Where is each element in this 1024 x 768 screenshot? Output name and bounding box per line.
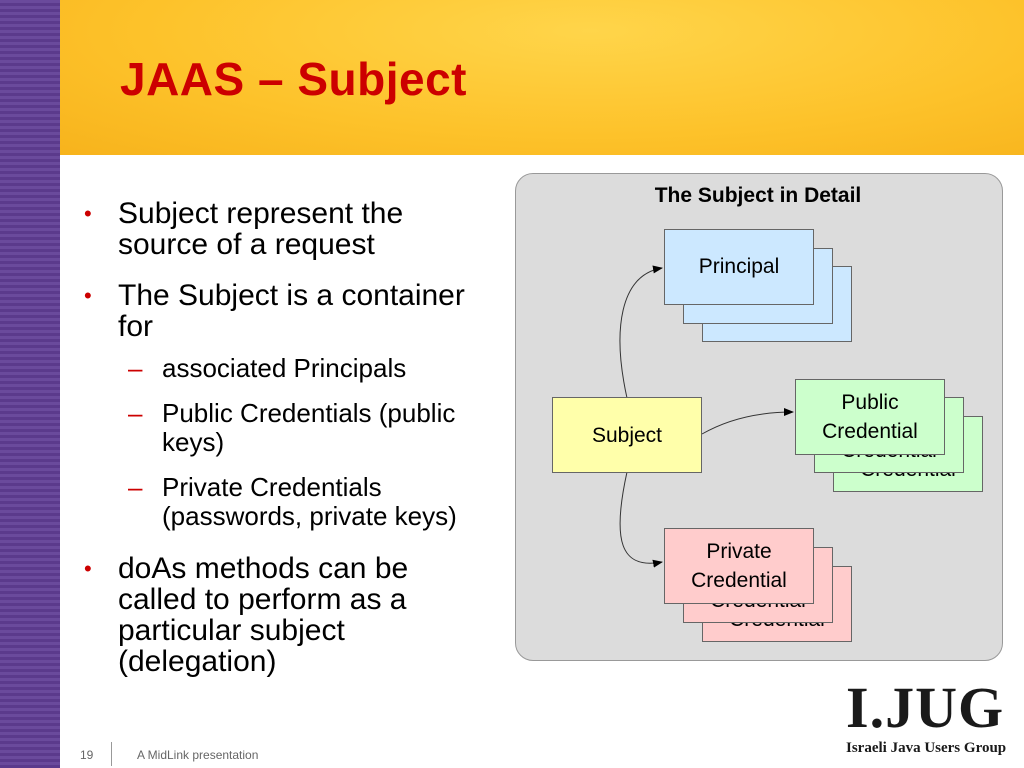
bullet-marker: • bbox=[84, 556, 92, 581]
header-band bbox=[60, 0, 1024, 155]
sub-bullet-item: – Private Credentials (passwords, privat… bbox=[80, 473, 480, 531]
private-credential-node: Private Credential bbox=[664, 528, 814, 604]
public-credential-label: Public Credential bbox=[822, 391, 918, 443]
private-credential-label: Private Credential bbox=[691, 540, 787, 592]
arrow-to-principal bbox=[619, 265, 663, 399]
sub-bullet-marker: – bbox=[128, 472, 143, 502]
ijug-logo-subtitle: Israeli Java Users Group bbox=[846, 740, 1007, 756]
bullet-text: doAs methods can be called to perform as… bbox=[118, 552, 409, 678]
bullet-text: The Subject is a container for bbox=[118, 279, 465, 343]
sub-bullet-text: associated Principals bbox=[162, 353, 407, 383]
principal-node: Principal bbox=[664, 229, 814, 305]
bullet-item: • The Subject is a container for bbox=[80, 280, 480, 342]
sub-bullet-text: Private Credentials (passwords, private … bbox=[162, 472, 457, 531]
diagram-title: The Subject in Detail bbox=[654, 184, 862, 207]
sub-bullet-item: – associated Principals bbox=[80, 354, 480, 383]
left-sidebar-band bbox=[0, 0, 60, 768]
footer-text: A MidLink presentation bbox=[137, 748, 259, 762]
bullet-item: • Subject represent the source of a requ… bbox=[80, 198, 480, 260]
slide-title: JAAS – Subject bbox=[120, 53, 467, 105]
arrow-to-public-credential bbox=[701, 408, 794, 435]
bullet-marker: • bbox=[84, 201, 92, 226]
bullet-marker: • bbox=[84, 283, 92, 308]
sub-bullet-marker: – bbox=[128, 353, 143, 383]
bullet-text: Subject represent the source of a reques… bbox=[118, 197, 404, 261]
page-number: 19 bbox=[80, 748, 94, 762]
subject-node: Subject bbox=[552, 397, 702, 473]
ijug-logo: I.JUG bbox=[846, 675, 1005, 740]
bullet-list: • Subject represent the source of a requ… bbox=[80, 198, 480, 697]
footer-divider bbox=[111, 742, 112, 766]
public-credential-node: Public Credential bbox=[795, 379, 945, 455]
principal-label: Principal bbox=[698, 255, 780, 278]
sub-bullet-text: Public Credentials (public keys) bbox=[162, 398, 456, 457]
subject-label: Subject bbox=[591, 423, 663, 447]
bullet-item: • doAs methods can be called to perform … bbox=[80, 553, 480, 677]
sub-bullet-item: – Public Credentials (public keys) bbox=[80, 399, 480, 457]
sub-bullet-marker: – bbox=[128, 398, 143, 428]
arrow-to-private-credential bbox=[619, 471, 663, 568]
